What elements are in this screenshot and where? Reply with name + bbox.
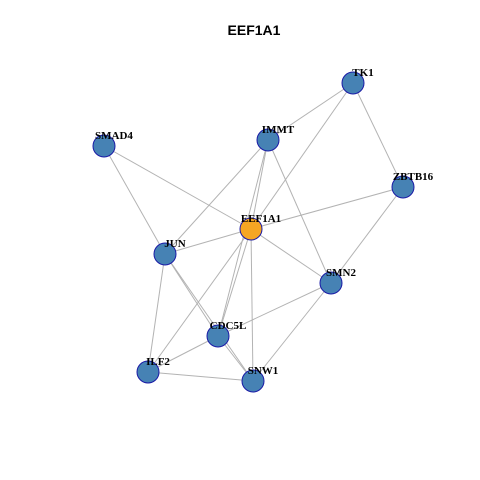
node-circle-tk1 xyxy=(341,71,365,95)
node-snw1: SNW1 xyxy=(241,365,279,393)
node-label-smn2: SMN2 xyxy=(326,267,356,279)
node-zbtb16: ZBTB16 xyxy=(391,171,434,199)
node-label-jun: JUN xyxy=(164,238,185,250)
node-label-ilf2: ILF2 xyxy=(146,356,170,368)
edge-smn2-cdc5l xyxy=(217,282,332,337)
edge-smad4-jun xyxy=(103,145,166,255)
node-ilf2: ILF2 xyxy=(136,356,170,384)
edge-eef1a1-ilf2 xyxy=(147,228,252,373)
edge-immt-jun xyxy=(164,139,269,255)
edge-tk1-zbtb16 xyxy=(352,82,404,188)
edge-smad4-eef1a1 xyxy=(103,145,252,230)
node-circle-immt xyxy=(256,128,280,152)
node-label-smad4: SMAD4 xyxy=(95,130,133,142)
edge-zbtb16-smn2 xyxy=(330,186,404,284)
node-circle-smad4 xyxy=(92,134,116,158)
edge-immt-eef1a1 xyxy=(250,139,269,230)
node-circle-eef1a1 xyxy=(239,217,263,241)
node-circle-smn2 xyxy=(319,271,343,295)
node-smad4: SMAD4 xyxy=(92,130,133,158)
node-circle-zbtb16 xyxy=(391,175,415,199)
node-circle-jun xyxy=(153,242,177,266)
node-label-zbtb16: ZBTB16 xyxy=(393,171,434,183)
graph-title: EEF1A1 xyxy=(228,22,281,38)
node-label-snw1: SNW1 xyxy=(248,365,279,377)
node-eef1a1: EEF1A1 xyxy=(239,213,281,241)
node-label-eef1a1: EEF1A1 xyxy=(241,213,281,225)
edge-eef1a1-snw1 xyxy=(250,228,254,382)
edge-eef1a1-smn2 xyxy=(250,228,332,284)
edge-eef1a1-cdc5l xyxy=(217,228,252,337)
edge-jun-cdc5l xyxy=(164,253,219,337)
node-circle-ilf2 xyxy=(136,360,160,384)
edge-ilf2-snw1 xyxy=(147,371,254,382)
edge-tk1-immt xyxy=(267,82,354,141)
edge-tk1-eef1a1 xyxy=(250,82,354,230)
node-tk1: TK1 xyxy=(341,67,374,95)
edge-immt-smn2 xyxy=(267,139,332,284)
edge-smn2-snw1 xyxy=(252,282,332,382)
node-smn2: SMN2 xyxy=(319,267,356,295)
node-jun: JUN xyxy=(153,238,186,266)
node-immt: IMMT xyxy=(256,124,295,152)
edge-cdc5l-ilf2 xyxy=(147,335,219,373)
edge-jun-snw1 xyxy=(164,253,254,382)
edge-eef1a1-jun xyxy=(164,228,252,255)
node-cdc5l: CDC5L xyxy=(206,320,247,348)
node-circle-snw1 xyxy=(241,369,265,393)
node-label-immt: IMMT xyxy=(262,124,295,136)
node-circle-cdc5l xyxy=(206,324,230,348)
edge-immt-cdc5l xyxy=(217,139,269,337)
node-label-tk1: TK1 xyxy=(352,67,373,79)
edge-jun-ilf2 xyxy=(147,253,166,373)
node-label-cdc5l: CDC5L xyxy=(210,320,247,332)
edge-zbtb16-eef1a1 xyxy=(250,186,404,230)
